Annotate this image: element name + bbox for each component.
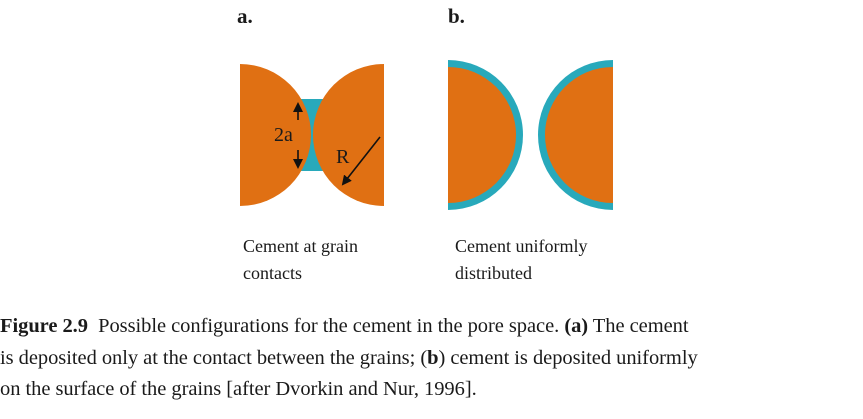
right-grain-b — [545, 67, 613, 203]
left-grain-b — [448, 67, 516, 203]
caption-ref-b-open: ( — [420, 346, 428, 369]
radius-label: R — [336, 146, 350, 168]
panel-b-description-line1: Cement uniformly — [455, 236, 588, 256]
panel-b-graphic — [448, 60, 613, 210]
caption-ref-b-close: ) — [438, 346, 446, 369]
caption-ref-a: (a) — [564, 315, 589, 337]
caption-line2-head: is deposited only at the contact between… — [0, 346, 416, 369]
panel-b-description-line2: distributed — [455, 263, 532, 283]
panel-b-label: b. — [448, 4, 465, 28]
caption-line1-tail: The cement — [592, 315, 689, 337]
panel-a-description: Cement at grain contacts — [243, 233, 358, 287]
caption-line-3: on the surface of the grains [after Dvor… — [0, 378, 477, 400]
right-grain-a — [313, 64, 384, 206]
panel-a-graphic: 2a R — [240, 64, 384, 206]
panel-a-description-line2: contacts — [243, 263, 302, 283]
panel-a-label: a. — [237, 4, 253, 28]
panel-a-description-line1: Cement at grain — [243, 236, 358, 256]
panel-b-description: Cement uniformly distributed — [455, 233, 587, 287]
figure-caption: Figure 2.9 Possible configurations for t… — [0, 311, 863, 406]
caption-line2-tail: cement is deposited uniformly — [450, 346, 698, 369]
caption-line-1: Figure 2.9 Possible configurations for t… — [0, 311, 863, 343]
radius-arrow — [341, 136, 381, 186]
caption-line-2: is deposited only at the contact between… — [0, 343, 863, 375]
figure-number: Figure 2.9 — [0, 315, 88, 337]
cement-configurations-diagram: 2a R — [240, 60, 613, 210]
contact-width-label: 2a — [274, 124, 293, 146]
left-grain-a — [240, 64, 311, 206]
caption-ref-b: b — [427, 346, 439, 369]
caption-line1-text: Possible configurations for the cement i… — [98, 315, 560, 337]
